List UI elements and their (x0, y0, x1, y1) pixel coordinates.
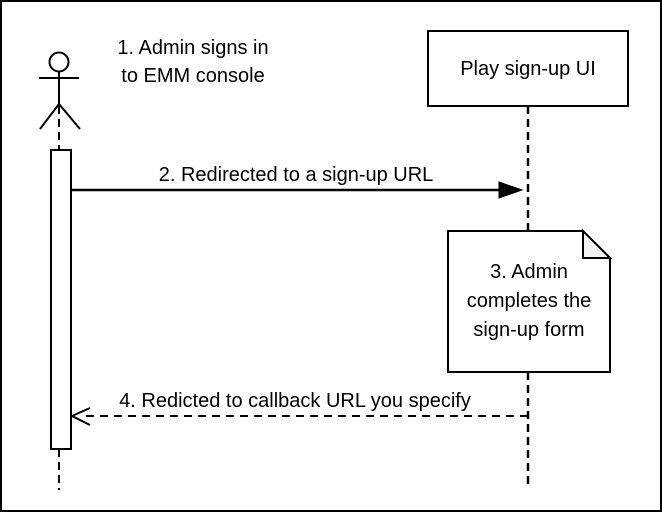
message-4-arrow (69, 407, 528, 426)
activation-bar (50, 149, 72, 450)
message-2-label: 2. Redirected to a sign-up URL (158, 164, 434, 186)
note-label: 3. Admin completes the sign-up form (466, 261, 592, 341)
note-shape (447, 228, 613, 373)
open-arrowhead-icon (69, 407, 91, 426)
note-fold (582, 228, 613, 259)
filled-arrowhead-icon (498, 181, 524, 199)
actor-leg-right (58, 103, 81, 130)
message-2-arrow (71, 181, 524, 199)
actor-leg-left (39, 103, 60, 130)
actor-label: 1. Admin signs in to EMM console (117, 37, 269, 87)
message-4-label: 4. Redicted to callback URL you specify (119, 390, 471, 412)
actor-head (48, 51, 70, 73)
actor-icon (39, 51, 81, 130)
participant-label: Play sign-up UI (460, 57, 596, 80)
participant-box (427, 30, 629, 107)
